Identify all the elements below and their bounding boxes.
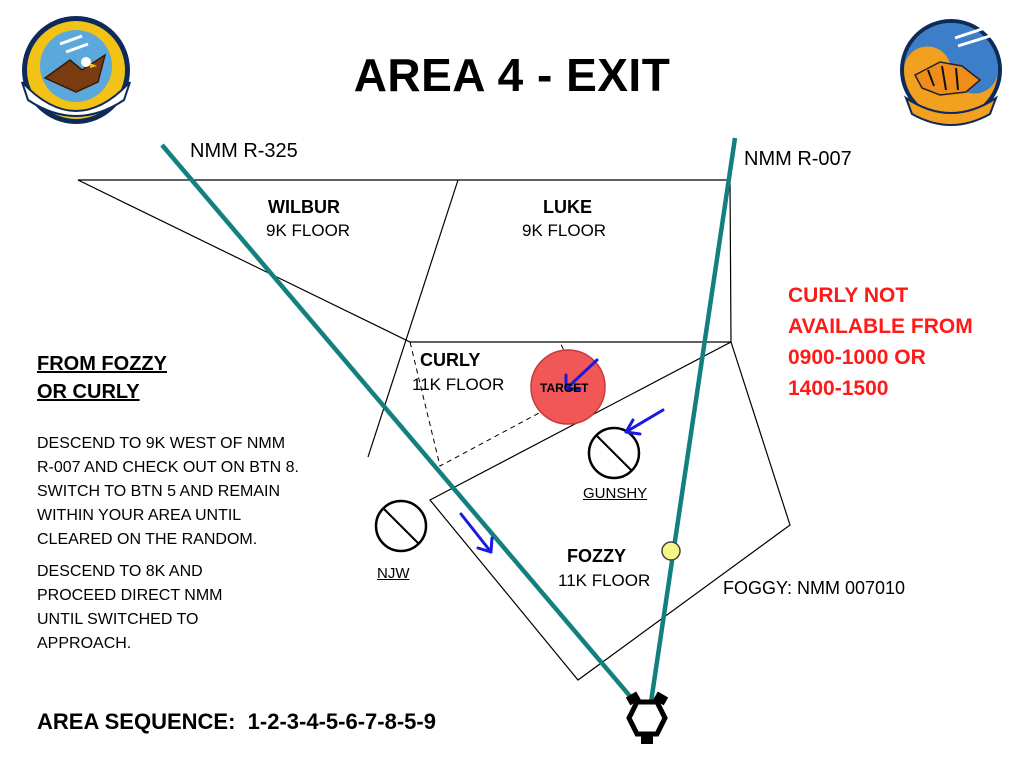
- page-title: AREA 4 - EXIT: [353, 49, 671, 101]
- navaid-icon: [374, 499, 428, 553]
- area-floor-fozzy: 11K FLOOR: [558, 571, 651, 590]
- njw-label: NJW: [377, 565, 410, 582]
- instruction-line: UNTIL SWITCHED TO: [37, 611, 199, 628]
- notice-line: 1400-1500: [788, 377, 889, 400]
- area-boundaries: [77, 179, 791, 681]
- area-floor-luke: 9K FLOOR: [522, 221, 607, 240]
- instruction-line: WITHIN YOUR AREA UNTIL: [37, 507, 242, 524]
- instructions-heading: FROM FOZZY OR CURLY: [37, 350, 167, 406]
- arrow-icon: [624, 408, 665, 436]
- instruction-line: PROCEED DIRECT NMM: [37, 587, 223, 604]
- navaid-icon: [587, 426, 641, 480]
- vt9-logo: [900, 19, 1002, 126]
- notice-line: CURLY NOT: [788, 284, 909, 307]
- radial-label-325: NMM R-325: [190, 140, 298, 162]
- arrow-icon: [564, 358, 599, 391]
- area-name-curly: CURLY: [420, 350, 481, 370]
- area-floor-curly: 11K FLOOR: [412, 375, 505, 394]
- notice-line: AVAILABLE FROM: [788, 315, 973, 338]
- foggy-label: FOGGY: NMM 007010: [723, 578, 906, 598]
- target-label: TARGET: [540, 381, 589, 395]
- instruction-line: SWITCH TO BTN 5 AND REMAIN: [37, 483, 280, 500]
- radial-line-007: [648, 137, 738, 703]
- radial-line-325: [160, 143, 637, 704]
- arrow-icon: [459, 512, 494, 554]
- instruction-line: DESCEND TO 8K AND: [37, 563, 203, 580]
- area-floor-wilbur: 9K FLOOR: [266, 221, 351, 240]
- instruction-line: R-007 AND CHECK OUT ON BTN 8.: [37, 459, 299, 476]
- nav-station-icon: [625, 691, 669, 744]
- heading-line: FROM FOZZY: [37, 353, 167, 375]
- instruction-line: CLEARED ON THE RANDOM.: [37, 531, 258, 548]
- instruction-line: DESCEND TO 9K WEST OF NMM: [37, 435, 286, 452]
- area-name-wilbur: WILBUR: [268, 197, 340, 217]
- curly-availability-notice: CURLY NOT AVAILABLE FROM 0900-1000 OR 14…: [788, 280, 973, 404]
- heading-line: OR CURLY: [37, 381, 140, 403]
- area-name-fozzy: FOZZY: [567, 546, 626, 566]
- vt7-logo: [21, 16, 131, 124]
- radial-label-007: NMM R-007: [744, 148, 852, 170]
- gunshy-label: GUNSHY: [583, 485, 648, 502]
- waypoint-icon: [661, 541, 681, 561]
- notice-line: 0900-1000 OR: [788, 346, 926, 369]
- area-name-luke: LUKE: [543, 197, 592, 217]
- instructions-paragraph-1: DESCEND TO 9K WEST OF NMM R-007 AND CHEC…: [37, 432, 299, 552]
- area-sequence: AREA SEQUENCE: 1-2-3-4-5-6-7-8-5-9: [37, 709, 436, 734]
- instructions-paragraph-2: DESCEND TO 8K AND PROCEED DIRECT NMM UNT…: [37, 560, 223, 656]
- instruction-line: APPROACH.: [37, 635, 132, 652]
